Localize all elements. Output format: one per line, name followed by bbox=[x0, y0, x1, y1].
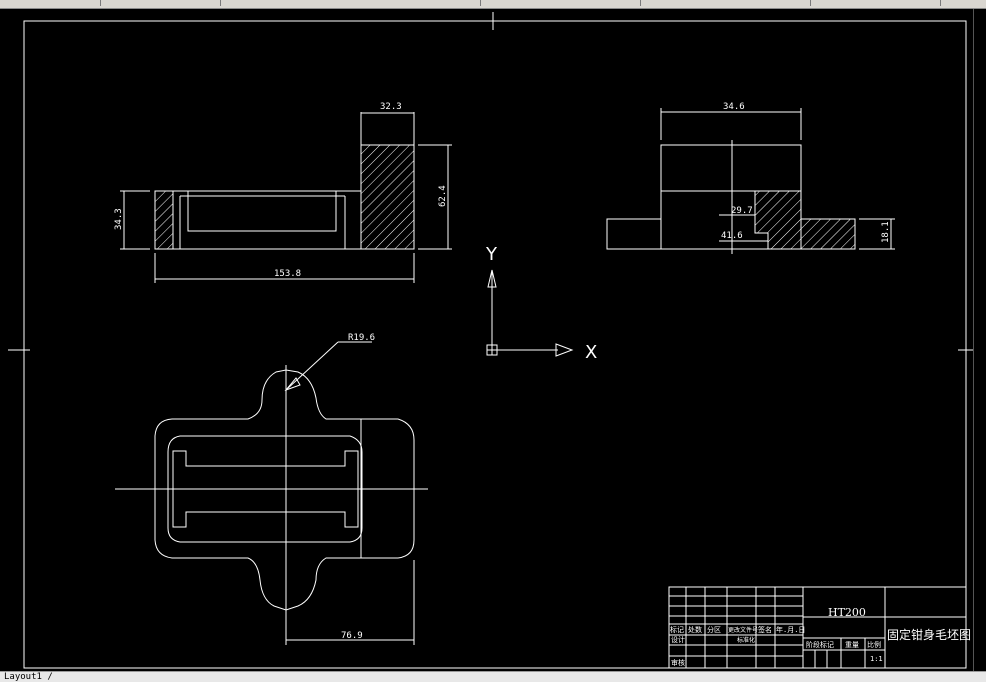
toolbar-segment[interactable] bbox=[100, 0, 221, 6]
tb-stage-header-1: 重量 bbox=[845, 641, 859, 649]
tb-row-header-1: 处数 bbox=[688, 625, 702, 634]
tb-design-label: 设计 bbox=[671, 635, 685, 644]
toolbar-segment[interactable] bbox=[810, 0, 941, 6]
toolbar-strip bbox=[0, 0, 986, 9]
dim-width-label: 32.3 bbox=[380, 102, 402, 112]
scale-label: 1:1 bbox=[870, 655, 883, 663]
ucs-icon bbox=[486, 269, 574, 357]
tb-check-label: 审核 bbox=[671, 658, 685, 667]
toolbar-segment[interactable] bbox=[640, 0, 811, 6]
tab-separator: / bbox=[47, 672, 53, 682]
part-name-label: 固定钳身毛坯图 bbox=[887, 627, 971, 642]
side-dim-inner1-label: 29.7 bbox=[731, 206, 753, 216]
toolbar-segment[interactable] bbox=[480, 0, 641, 6]
side-dim-height-label: 18.1 bbox=[881, 221, 891, 243]
tb-std-label: 标准化 bbox=[737, 636, 755, 644]
front-view[interactable] bbox=[120, 112, 452, 283]
radius-label: R19.6 bbox=[348, 333, 375, 343]
ucs-x-label: X bbox=[585, 342, 597, 363]
vertical-scrollbar[interactable] bbox=[973, 9, 986, 671]
side-view[interactable] bbox=[606, 108, 895, 254]
cad-drawing[interactable]: 32.3 34.3 62.4 153.8 34.6 29.7 41.6 18.1… bbox=[0, 9, 986, 671]
tb-row-header-2: 分区 bbox=[707, 625, 721, 634]
layout-tab[interactable]: Layout1 / bbox=[0, 672, 57, 682]
side-dim-inner2-label: 41.6 bbox=[721, 231, 743, 241]
layout-tab-bar: Layout1 / bbox=[0, 671, 986, 682]
sheet-border bbox=[8, 12, 984, 669]
tb-row-header-0: 标记 bbox=[670, 625, 684, 634]
dim-height-left-label: 34.3 bbox=[114, 208, 124, 230]
dim-height-right-label: 62.4 bbox=[438, 185, 448, 207]
material-label: HT200 bbox=[828, 606, 866, 619]
toolbar-segment[interactable] bbox=[220, 0, 481, 6]
plan-dim-width-label: 76.9 bbox=[341, 631, 363, 641]
tb-row-header-5: 年.月.日 bbox=[776, 625, 805, 634]
title-block bbox=[668, 586, 967, 669]
tb-stage-header-2: 比例 bbox=[867, 640, 881, 649]
plan-view[interactable] bbox=[115, 341, 428, 645]
toolbar-segment[interactable] bbox=[0, 0, 101, 6]
side-dim-top-label: 34.6 bbox=[723, 102, 745, 112]
tb-stage-header-0: 阶段标记 bbox=[806, 640, 834, 649]
layout-tab-label: Layout1 bbox=[4, 672, 42, 682]
dim-total-label: 153.8 bbox=[274, 269, 301, 279]
tb-row-header-3: 更改文件号 bbox=[728, 626, 758, 634]
drawing-canvas[interactable]: 32.3 34.3 62.4 153.8 34.6 29.7 41.6 18.1… bbox=[0, 9, 986, 671]
tb-row-header-4: 签名 bbox=[758, 625, 772, 634]
ucs-y-label: Y bbox=[485, 244, 498, 265]
